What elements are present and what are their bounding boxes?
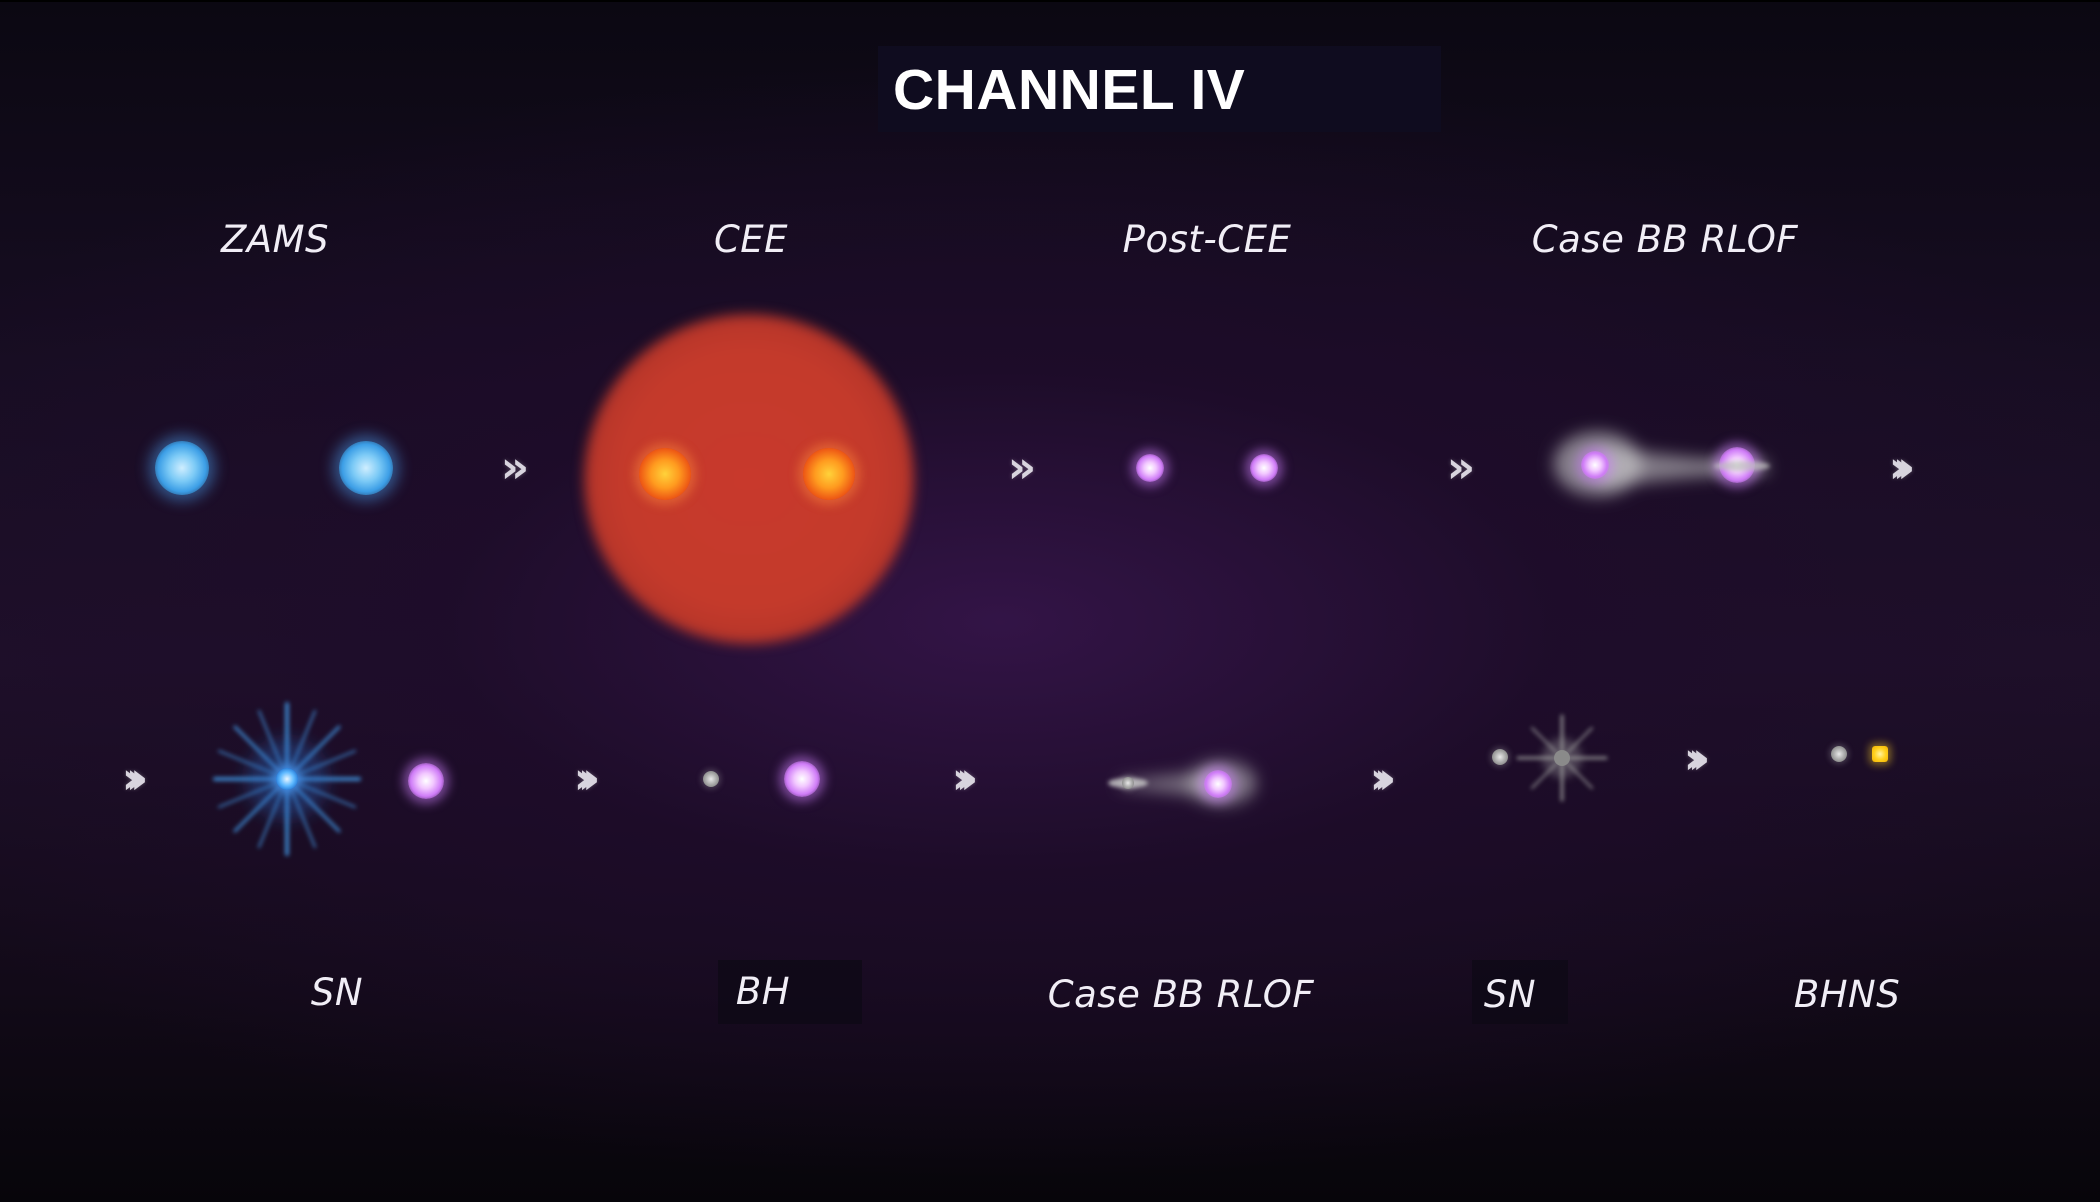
arrow-triple-icon: ››› (1684, 737, 1711, 781)
donor-star-rlof-top (1581, 451, 1609, 479)
stage-label-zams: ZAMS (220, 218, 330, 261)
ms-star-secondary (339, 441, 393, 495)
stage-label-cee: CEE (713, 218, 789, 261)
neutron-star (1872, 746, 1888, 762)
companion-star-sn1 (408, 763, 444, 799)
stage-label-case-bb-rlof-1: Case BB RLOF (1531, 218, 1799, 261)
black-hole-final (1831, 746, 1847, 762)
stage-label-bh: BH (735, 970, 791, 1013)
giant-core-secondary (803, 448, 855, 500)
ms-star-primary (155, 441, 209, 495)
label-box-sn-2 (1472, 960, 1568, 1024)
stage-label-case-bb-rlof-2: Case BB RLOF (1047, 973, 1315, 1016)
stage-label-sn-1: SN (310, 971, 364, 1014)
black-hole-sn2 (1492, 749, 1508, 765)
title-banner (878, 46, 1441, 132)
stripped-star-secondary (1250, 454, 1278, 482)
diagram-title: CHANNEL IV (893, 58, 1246, 122)
black-hole-accretor (1122, 777, 1134, 789)
label-box-bh (718, 960, 862, 1024)
companion-star-bh (784, 761, 820, 797)
giant-core-primary (639, 448, 691, 500)
black-hole (703, 771, 719, 787)
stripped-star-primary (1136, 454, 1164, 482)
arrow-glyph: ››› (1683, 733, 1711, 784)
stage-label-sn-2: SN (1483, 973, 1537, 1016)
stage-label-bhns: BHNS (1793, 973, 1901, 1016)
collapsing-core (276, 768, 298, 790)
donor-star-rlof-bottom (1204, 770, 1232, 798)
stage-label-post-cee: Post-CEE (1122, 218, 1292, 261)
